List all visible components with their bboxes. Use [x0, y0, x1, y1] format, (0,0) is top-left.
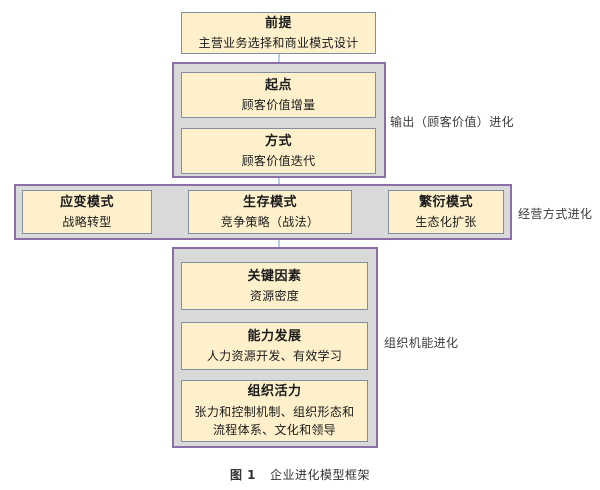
figure-caption-number: 图 1: [229, 468, 256, 482]
node-adaptive-mode-title: 应变模式: [59, 194, 114, 210]
figure-caption-text: 企业进化模型框架: [270, 468, 371, 482]
node-premise[interactable]: 前提 主营业务选择和商业模式设计: [181, 12, 376, 54]
node-capability-development-title: 能力发展: [247, 328, 302, 344]
connector-premise-to-start: [278, 52, 280, 70]
node-premise-subtitle: 主营业务选择和商业模式设计: [198, 36, 359, 51]
node-prosperity-mode-title: 繁衍模式: [418, 194, 473, 210]
node-organizational-vitality[interactable]: 组织活力 张力和控制机制、组织形态和 流程体系、文化和领导: [181, 380, 368, 442]
node-start[interactable]: 起点 顾客价值增量: [181, 72, 376, 118]
node-capability-development[interactable]: 能力发展 人力资源开发、有效学习: [181, 322, 368, 370]
side-label-operation-evolution: 经营方式进化: [518, 207, 593, 221]
figure-caption: 图 1 企业进化模型框架: [0, 466, 600, 483]
node-organizational-vitality-subtitle-line1: 张力和控制机制、组织形态和: [194, 405, 355, 420]
node-adaptive-mode[interactable]: 应变模式 战略转型: [22, 190, 152, 234]
node-method[interactable]: 方式 顾客价值迭代: [181, 128, 376, 174]
node-prosperity-mode[interactable]: 繁衍模式 生态化扩张: [388, 190, 504, 234]
node-survival-mode-title: 生存模式: [242, 194, 297, 210]
node-key-factor[interactable]: 关键因素 资源密度: [181, 262, 368, 310]
node-organizational-vitality-subtitle-line2: 流程体系、文化和领导: [212, 423, 336, 438]
connector-method-to-survival: [278, 172, 280, 192]
node-key-factor-subtitle: 资源密度: [249, 289, 300, 304]
node-key-factor-title: 关键因素: [247, 268, 302, 284]
node-capability-development-subtitle: 人力资源开发、有效学习: [206, 349, 343, 364]
side-label-output-evolution: 输出（顾客价值）进化: [390, 115, 515, 129]
node-premise-title: 前提: [264, 15, 292, 31]
node-survival-mode-subtitle: 竞争策略（战法）: [220, 215, 320, 230]
node-start-subtitle: 顾客价值增量: [241, 98, 316, 113]
node-survival-mode[interactable]: 生存模式 竞争策略（战法）: [188, 190, 352, 234]
node-method-title: 方式: [264, 133, 292, 149]
node-start-title: 起点: [264, 77, 292, 93]
side-label-organization-evolution: 组织机能进化: [384, 336, 459, 350]
node-method-subtitle: 顾客价值迭代: [241, 154, 316, 169]
node-prosperity-mode-subtitle: 生态化扩张: [415, 215, 477, 230]
node-adaptive-mode-subtitle: 战略转型: [62, 215, 112, 230]
node-organizational-vitality-title: 组织活力: [247, 383, 302, 399]
